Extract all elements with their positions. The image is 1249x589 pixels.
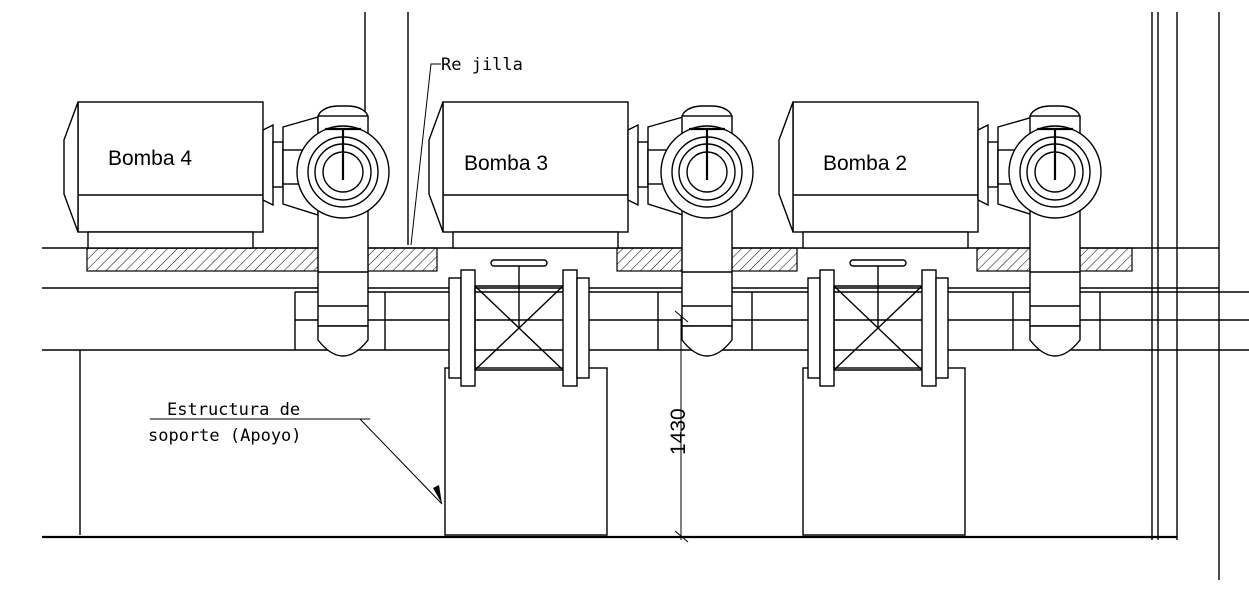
grille-label: Re jilla [441, 55, 523, 75]
pump-3-label: Bomba 3 [464, 152, 548, 175]
pump-2-label: Bomba 2 [823, 152, 907, 175]
pump-unit-3 [428, 101, 684, 249]
support-block-2 [802, 367, 966, 536]
pump-4-label: Bomba 4 [108, 147, 192, 170]
support-block-1 [444, 367, 608, 536]
volute-elbow-3 [659, 104, 755, 358]
gate-valve-1 [448, 259, 590, 387]
support-label-line1: Estructura de [167, 400, 300, 420]
gate-valve-2 [807, 259, 949, 387]
support-label-line2: soporte (Apoyo) [148, 426, 302, 446]
support-leader [359, 418, 443, 505]
grille-strip-1 [86, 247, 438, 272]
grille-leader [410, 63, 441, 246]
dimension-1430: 1430 [667, 408, 690, 455]
volute-elbow-4 [295, 104, 391, 358]
pump-unit-4 [63, 101, 319, 249]
volute-elbow-2 [1007, 104, 1103, 358]
pump-unit-2 [778, 101, 1034, 249]
